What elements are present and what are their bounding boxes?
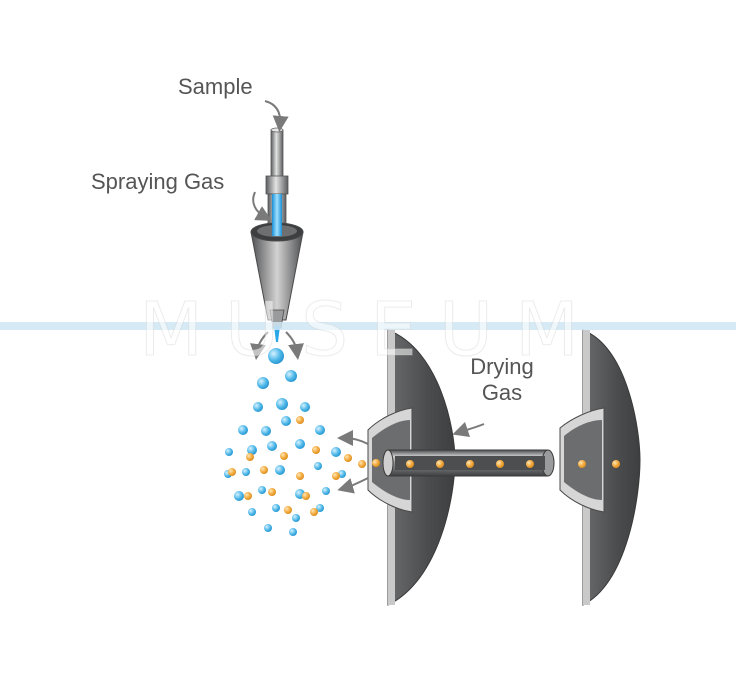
spray-plume [224,348,620,536]
gas-phase-ion [228,468,236,476]
sample-stream [272,194,282,238]
charged-droplet [275,465,285,475]
charged-droplet [285,370,297,382]
gas-phase-ion [496,460,504,468]
gas-phase-ion [296,416,304,424]
gas-phase-ion [406,460,414,468]
capillary-needle [265,127,289,238]
rear-plate [559,329,641,606]
charged-droplet [267,441,277,451]
charged-droplet [300,402,310,412]
charged-droplet [257,377,269,389]
gas-phase-ion [466,460,474,468]
gas-phase-ion [612,460,620,468]
gas-phase-ion [578,460,586,468]
charged-droplet [268,348,284,364]
charged-droplet [264,524,272,532]
gas-phase-ion [358,460,366,468]
charged-droplet [258,486,266,494]
gas-phase-ion [246,453,254,461]
charged-droplet [331,447,341,457]
charged-droplet [225,448,233,456]
charged-droplet [292,514,300,522]
gas-phase-ion [312,446,320,454]
gas-phase-ion [284,506,292,514]
spray-gas-arrow-left [250,331,269,360]
gas-phase-ion [244,492,252,500]
gas-phase-ion [260,466,268,474]
sample-pointer-arrow [264,100,289,132]
gas-phase-ion [372,459,380,467]
drying-gas-label-line1: Drying [470,354,534,379]
sample-label: Sample [178,74,253,99]
gas-phase-ion [280,452,288,460]
gas-phase-ion [268,488,276,496]
nebulizer-cone [250,222,304,342]
spray-jet [274,326,280,342]
gas-phase-ion [526,460,534,468]
charged-droplet [276,398,288,410]
spraying-gas-label: Spraying Gas [91,169,225,194]
gas-phase-ion [436,460,444,468]
drying-gas-label-line2: Gas [481,380,523,405]
gas-phase-ion [332,472,340,480]
spraying-gas-pointer-arrow [252,191,272,221]
charged-droplet [234,491,244,501]
charged-droplet [272,504,280,512]
charged-droplet [253,402,263,412]
charged-droplet [289,528,297,536]
drying-gas-arrow-lower [337,477,369,494]
charged-droplet [261,426,271,436]
charged-droplet [238,425,248,435]
charged-droplet [315,425,325,435]
gas-phase-ion [344,454,352,462]
gas-phase-ion [310,508,318,516]
charged-droplet [314,462,322,470]
charged-droplet [247,445,257,455]
drying-gas-arrow-upper [337,430,369,447]
gas-phase-ion [296,472,304,480]
charged-droplet [316,504,324,512]
charged-droplet [281,416,291,426]
drying-gas-label: Drying Gas [462,354,542,406]
charged-droplet [295,439,305,449]
charged-droplet [248,508,256,516]
charged-droplet [322,487,330,495]
gas-phase-ion [302,492,310,500]
spray-gas-arrow-right [285,331,304,360]
charged-droplet [242,468,250,476]
drying-gas-pointer-arrow [452,421,485,438]
